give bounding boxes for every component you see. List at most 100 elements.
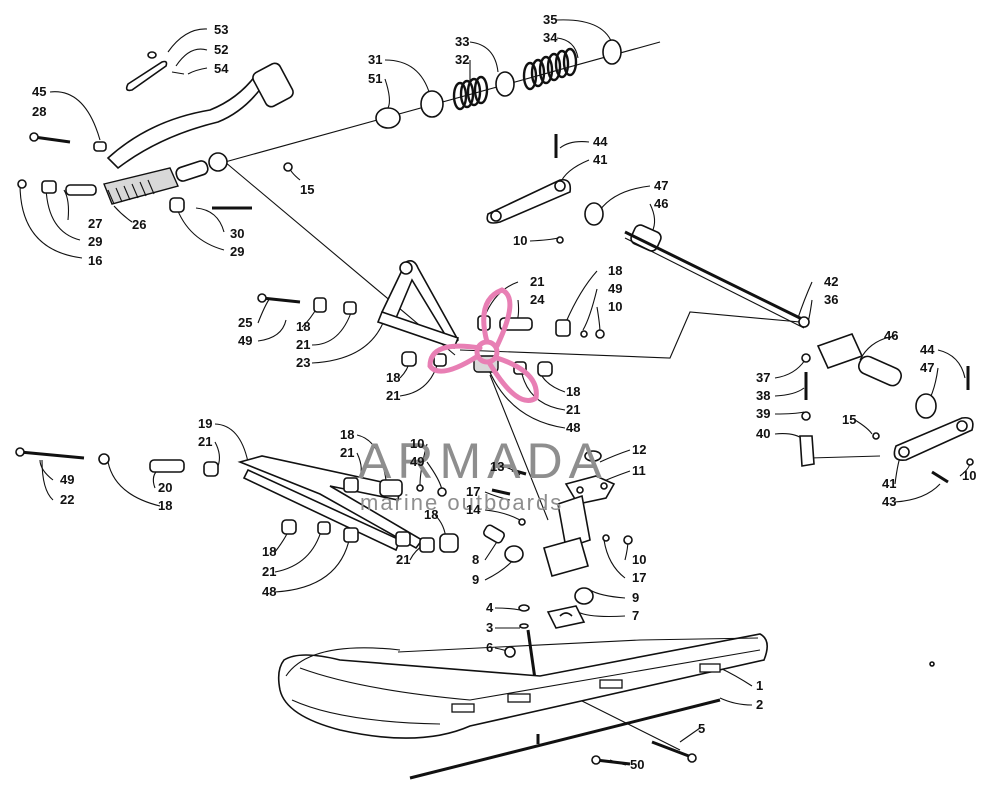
- part-label: 48: [262, 584, 276, 599]
- part-label: 17: [466, 484, 480, 499]
- part-label: 30: [230, 226, 244, 241]
- part-label: 4: [486, 600, 494, 615]
- part-label: 15: [300, 182, 314, 197]
- propeller-logo-icon: [427, 287, 539, 403]
- ski-slots: [451, 663, 721, 713]
- part-label: 20: [158, 480, 172, 495]
- part-label: 18: [296, 319, 310, 334]
- part-label: 38: [756, 388, 770, 403]
- part-label: 18: [158, 498, 172, 513]
- part-label: 46: [884, 328, 898, 343]
- part-label: 21: [262, 564, 276, 579]
- part-label: 44: [593, 134, 608, 149]
- part-label: 12: [632, 442, 646, 457]
- part-label: 37: [756, 370, 770, 385]
- part-label: 9: [632, 590, 639, 605]
- part-label: 21: [296, 337, 310, 352]
- part-label: 54: [214, 61, 229, 76]
- part-label: 21: [386, 388, 400, 403]
- part-label: 18: [424, 507, 438, 522]
- part-label: 10: [608, 299, 622, 314]
- part-label: 21: [198, 434, 212, 449]
- part-label: 21: [396, 552, 410, 567]
- part-label: 21: [566, 402, 580, 417]
- part-label: 49: [238, 333, 252, 348]
- ski: [277, 633, 768, 739]
- part-label: 39: [756, 406, 770, 421]
- spindle-body: [557, 494, 591, 550]
- arm-sleeve: [252, 62, 294, 108]
- part-label: 10: [962, 468, 976, 483]
- part-label: 47: [654, 178, 668, 193]
- part-label: 3: [486, 620, 493, 635]
- watermark-title: ARMADA: [358, 433, 608, 489]
- part-label: 32: [455, 52, 469, 67]
- part-label: 10: [513, 233, 527, 248]
- part-label: 48: [566, 420, 580, 435]
- part-label: 50: [630, 757, 644, 772]
- part-label: 43: [882, 494, 896, 509]
- part-label: 49: [410, 454, 424, 469]
- part-label: 51: [368, 71, 382, 86]
- part-label: 13: [490, 459, 504, 474]
- spring-coil-1: [452, 75, 489, 111]
- part-label: 28: [32, 104, 46, 119]
- lower-a-arm: [237, 455, 424, 550]
- part-label: 8: [472, 552, 479, 567]
- small-pin: [147, 51, 157, 59]
- part-label: 27: [88, 216, 102, 231]
- part-label: 6: [486, 640, 493, 655]
- part-label: 52: [214, 42, 228, 57]
- ski-saddle: [546, 605, 586, 629]
- part-label: 17: [632, 570, 646, 585]
- part-label: 49: [608, 281, 622, 296]
- part-label: 25: [238, 315, 252, 330]
- part-label: 18: [566, 384, 580, 399]
- part-label: 18: [262, 544, 276, 559]
- part-label: 9: [472, 572, 479, 587]
- part-label: 45: [32, 84, 46, 99]
- tie-rod-end-lower: [893, 416, 974, 462]
- tie-rod-end-upper: [486, 178, 572, 224]
- part-label: 40: [756, 426, 770, 441]
- part-label: 29: [88, 234, 102, 249]
- part-label: 10: [632, 552, 646, 567]
- part-label: 11: [632, 463, 646, 478]
- part-label: 33: [455, 34, 469, 49]
- watermark-subtitle: marine outboards: [360, 490, 563, 515]
- part-label: 53: [214, 22, 228, 37]
- part-label: 22: [60, 492, 74, 507]
- part-label: 35: [543, 12, 557, 27]
- part-label: 10: [410, 436, 424, 451]
- part-label: 46: [654, 196, 668, 211]
- part-label: 24: [530, 292, 545, 307]
- part-label: 47: [920, 360, 934, 375]
- retainer-clip: [125, 60, 168, 92]
- parts: [15, 39, 974, 780]
- part-number-labels: 53 52 54 45 28 15 27 29 16 26 30 29 31 5…: [32, 12, 976, 772]
- armada-watermark: ARMADA marine outboards: [358, 287, 608, 515]
- part-label: 7: [632, 608, 639, 623]
- part-label: 49: [60, 472, 74, 487]
- part-label: 18: [608, 263, 622, 278]
- part-label: 36: [824, 292, 838, 307]
- part-label: 29: [230, 244, 244, 259]
- part-label: 26: [132, 217, 146, 232]
- part-label: 19: [198, 416, 212, 431]
- part-label: 42: [824, 274, 838, 289]
- part-label: 2: [756, 697, 763, 712]
- part-label: 41: [882, 476, 896, 491]
- part-label: 23: [296, 355, 310, 370]
- wear-bar: [409, 698, 721, 780]
- part-label: 41: [593, 152, 607, 167]
- tie-rod: [624, 230, 809, 324]
- part-label: 18: [340, 427, 354, 442]
- spring-coil-2: [522, 47, 578, 91]
- part-label: 44: [920, 342, 935, 357]
- part-label: 16: [88, 253, 102, 268]
- part-label: 21: [340, 445, 354, 460]
- part-label: 15: [842, 412, 856, 427]
- shock-absorber: [103, 167, 179, 205]
- cap-31: [375, 107, 401, 129]
